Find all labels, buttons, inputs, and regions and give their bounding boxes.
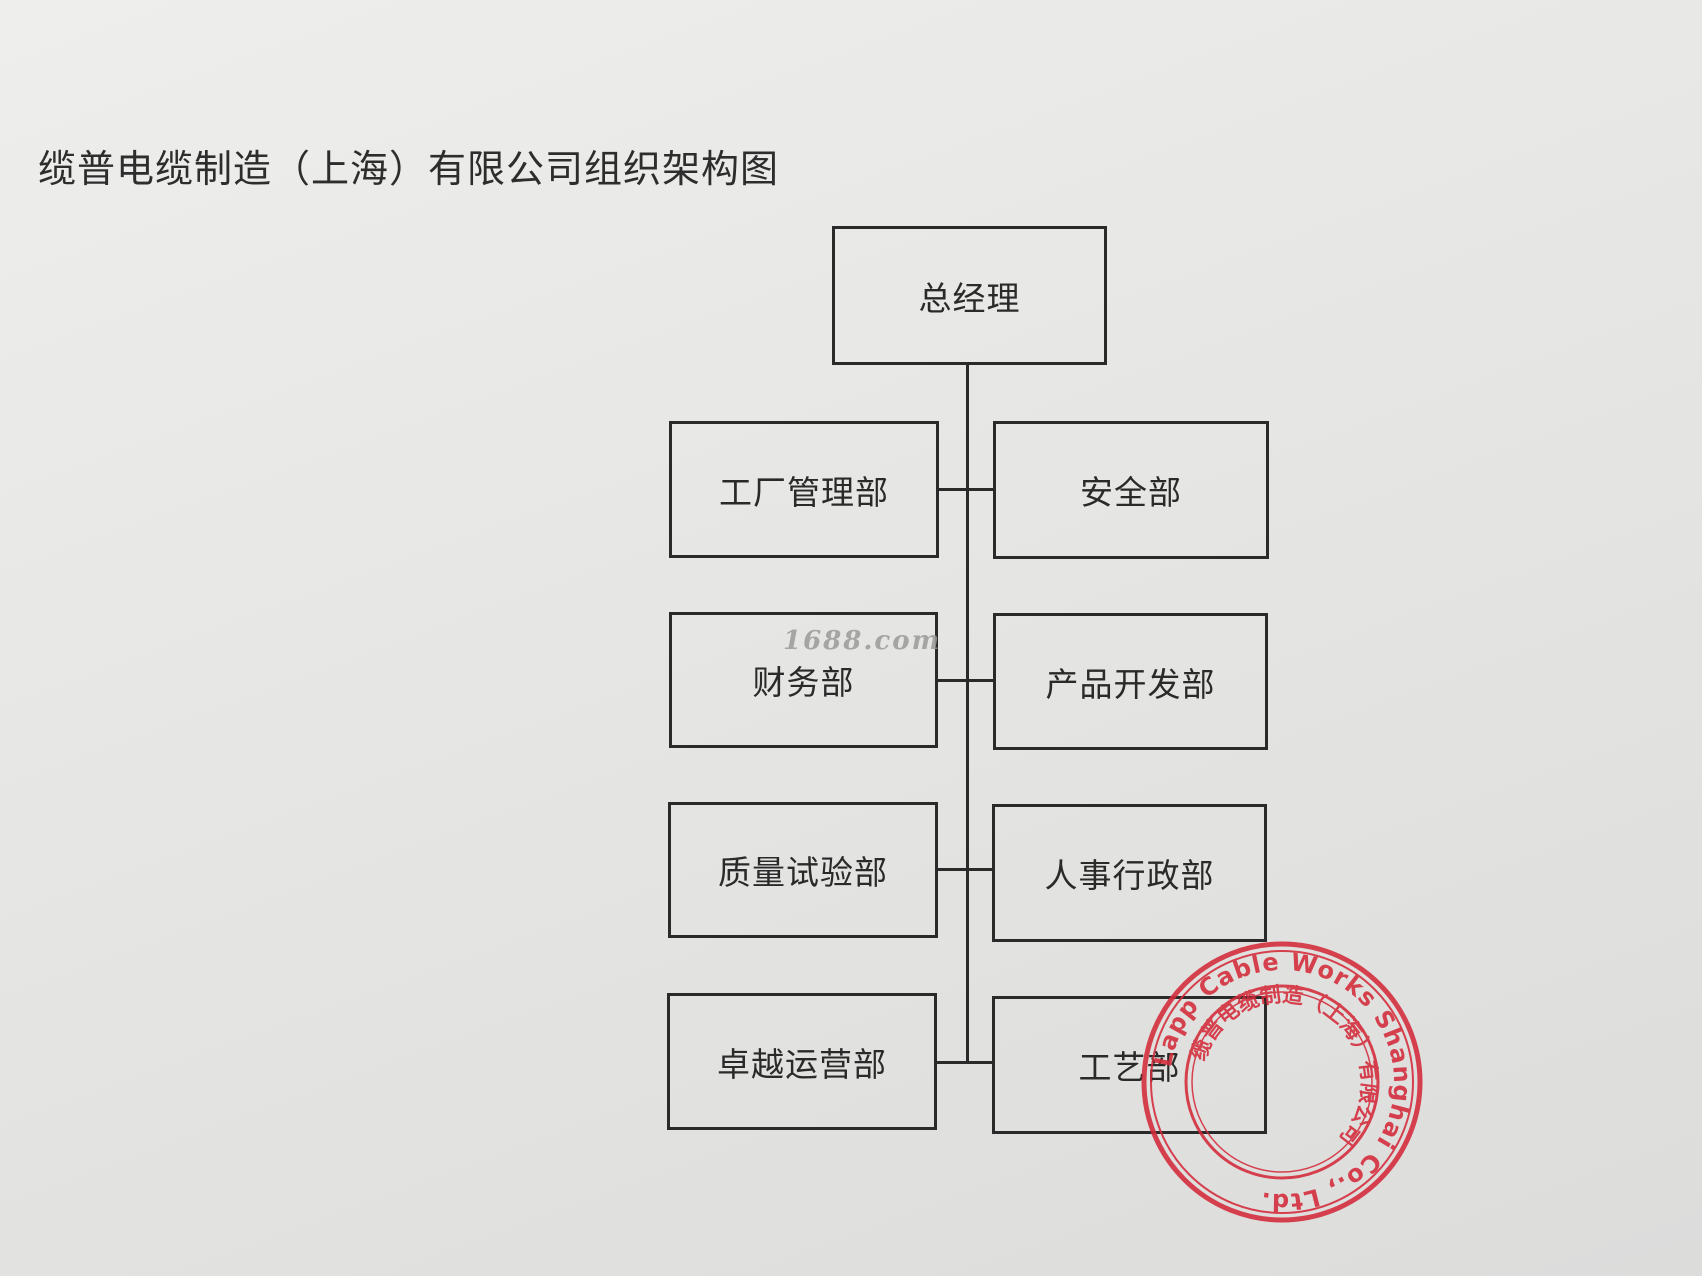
- node-label: 人事行政部: [1044, 856, 1215, 895]
- org-node-product-development: 产品开发部: [993, 613, 1268, 750]
- org-node-operational-excellence: 卓越运营部: [667, 993, 937, 1130]
- org-node-general-manager: 总经理: [832, 226, 1107, 365]
- org-node-safety: 安全部: [993, 421, 1269, 559]
- org-node-factory-management: 工厂管理部: [669, 421, 939, 558]
- node-label: 质量试验部: [718, 853, 888, 892]
- org-node-finance: 财务部: [669, 612, 938, 748]
- branch-line-4: [936, 1061, 993, 1064]
- seal-inner-text: 缆普电缆制造（上海）有限公司: [1186, 982, 1381, 1150]
- org-node-hr-administration: 人事行政部: [992, 804, 1267, 942]
- org-node-quality-testing: 质量试验部: [668, 802, 938, 938]
- org-node-process-engineering: 工艺部: [992, 996, 1267, 1134]
- page-title: 缆普电缆制造（上海）有限公司组织架构图: [38, 147, 780, 191]
- svg-text:缆普电缆制造（上海）有限公司: 缆普电缆制造（上海）有限公司: [1186, 982, 1381, 1150]
- node-label: 工艺部: [1078, 1048, 1181, 1087]
- branch-line-2: [937, 679, 994, 682]
- branch-line-1: [938, 488, 994, 491]
- seal-outer-text: Lapp Cable Works Shanghai Co., Ltd.: [1149, 948, 1415, 1216]
- node-label: 安全部: [1080, 473, 1182, 512]
- trunk-line: [966, 364, 969, 1064]
- svg-text:Lapp Cable Works Shanghai Co.,: Lapp Cable Works Shanghai Co., Ltd.: [1149, 948, 1416, 1216]
- node-label: 卓越运营部: [717, 1044, 887, 1084]
- branch-line-3: [937, 868, 993, 871]
- node-label: 工厂管理部: [719, 472, 889, 512]
- node-label: 产品开发部: [1045, 664, 1216, 704]
- watermark-text: 1688.com: [783, 626, 942, 656]
- node-label: 总经理: [918, 278, 1021, 318]
- node-label: 财务部: [752, 663, 855, 702]
- company-seal-stamp: Lapp Cable Works Shanghai Co., Ltd. 缆普电缆…: [1141, 941, 1423, 1223]
